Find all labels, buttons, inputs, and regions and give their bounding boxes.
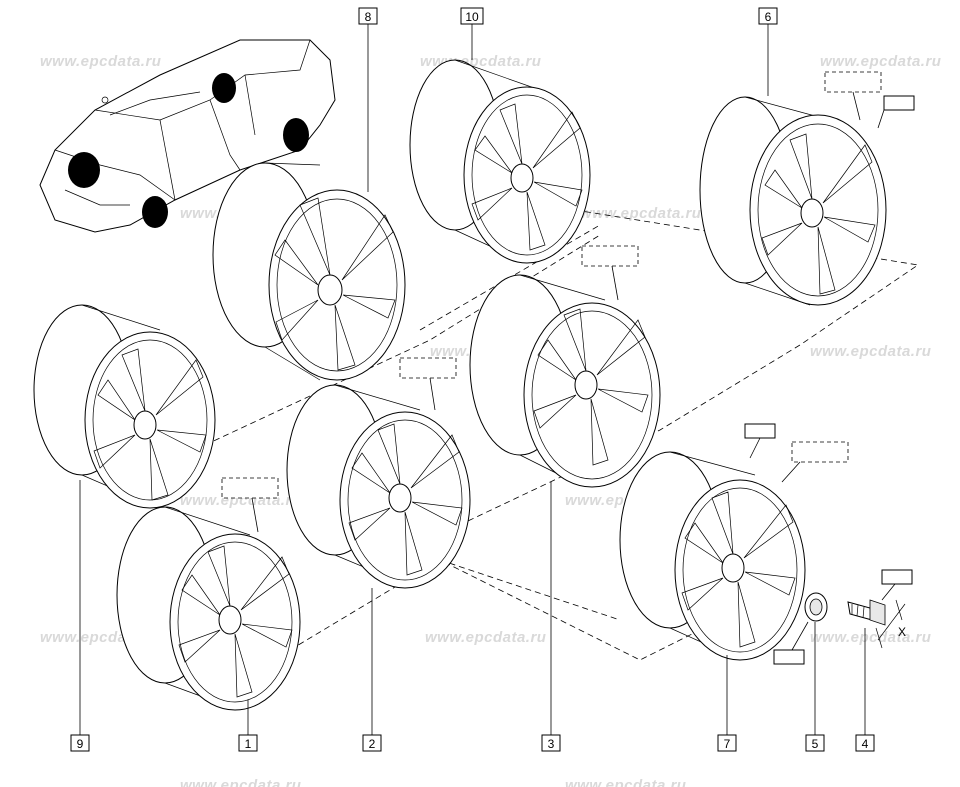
part-box xyxy=(883,95,915,111)
placeholder-box xyxy=(824,71,882,93)
placeholder-box xyxy=(791,441,849,463)
label-placeholders xyxy=(221,71,882,533)
placeholder-box xyxy=(581,245,639,267)
part-box xyxy=(773,649,805,665)
wheel-10 xyxy=(409,59,591,264)
callout-6: 6 xyxy=(758,7,778,25)
callout-9: 9 xyxy=(70,734,90,752)
part-number-boxes xyxy=(744,95,915,665)
callout-3: 3 xyxy=(541,734,561,752)
placeholder-box xyxy=(221,477,279,499)
callout-10: 10 xyxy=(460,7,484,25)
watermark-text: www.epcdata.ru xyxy=(565,777,686,787)
watermark-text: www.epcdata.ru xyxy=(810,629,931,646)
callout-1: 1 xyxy=(238,734,258,752)
callout-label: 10 xyxy=(465,10,479,24)
wheel-marker-rear-right xyxy=(283,118,309,152)
wheel-6 xyxy=(699,96,887,306)
callout-label: 6 xyxy=(765,10,772,24)
watermark-text: www.epcdata.ru xyxy=(580,205,701,222)
callout-label: 9 xyxy=(77,737,84,751)
part-box xyxy=(881,569,913,585)
wheel-3 xyxy=(469,274,661,488)
callout-8: 8 xyxy=(358,7,378,25)
wheel-marker-rear-left xyxy=(212,73,236,103)
wheel-marker-front-left xyxy=(68,152,100,188)
car-illustration xyxy=(39,39,336,233)
callout-label: 7 xyxy=(724,737,731,751)
callout-label: 4 xyxy=(862,737,869,751)
callout-label: 3 xyxy=(548,737,555,751)
watermark-text: www.epcdata.ru xyxy=(820,53,941,70)
callout-leaders xyxy=(79,24,866,735)
wheel-1 xyxy=(116,506,301,711)
callout-label: 8 xyxy=(365,10,372,24)
wheel-7 xyxy=(619,451,806,661)
watermark-text: www.epcdata.ru xyxy=(180,777,301,787)
dimension-label: X xyxy=(898,625,906,639)
wheel-bolt-4: X xyxy=(847,599,906,649)
callout-5: 5 xyxy=(805,734,825,752)
wheel-2 xyxy=(286,384,471,589)
watermark-text: www.epcdata.ru xyxy=(425,629,546,646)
watermark-text: www.epcdata.ru xyxy=(810,343,931,360)
center-cap-5 xyxy=(804,592,828,622)
wheel-8 xyxy=(212,162,406,381)
watermark-text: www.epcdata.ru xyxy=(40,53,161,70)
callout-4: 4 xyxy=(855,734,875,752)
placeholder-box xyxy=(399,357,457,379)
callout-2: 2 xyxy=(362,734,382,752)
wheel-marker-front-right xyxy=(142,196,168,228)
callout-label: 5 xyxy=(812,737,819,751)
callout-label: 1 xyxy=(245,737,252,751)
callout-label: 2 xyxy=(369,737,376,751)
wheel-9 xyxy=(33,304,216,509)
part-box xyxy=(744,423,776,439)
callout-7: 7 xyxy=(717,734,737,752)
